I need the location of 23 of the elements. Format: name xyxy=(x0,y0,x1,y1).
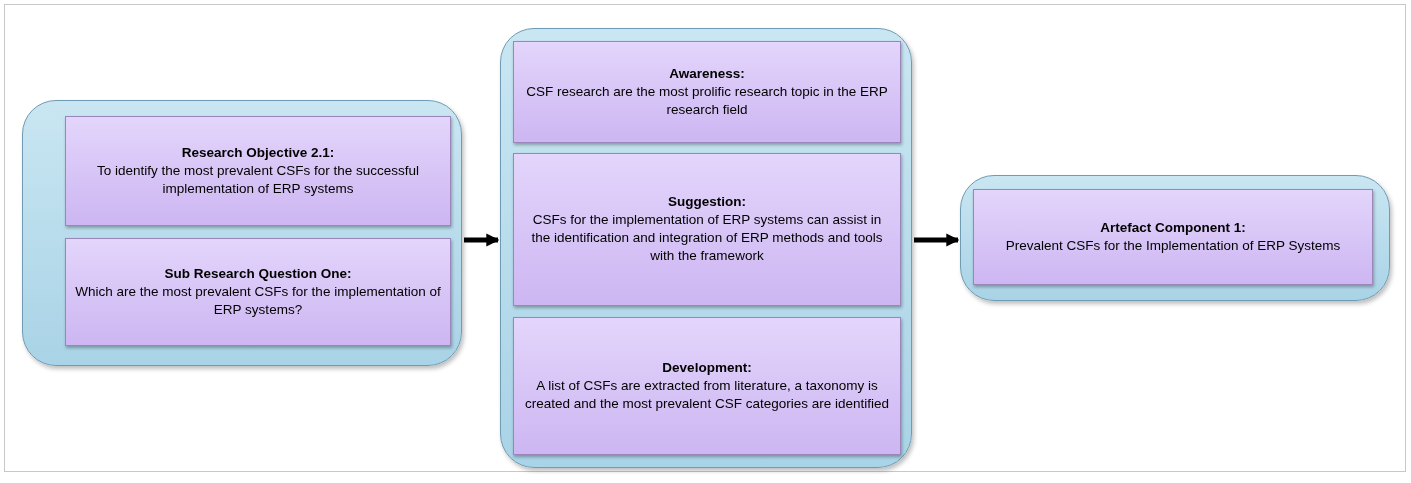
group-panel xyxy=(500,28,912,468)
box-heading: Suggestion: xyxy=(668,193,746,211)
box-heading: Sub Research Question One: xyxy=(164,265,352,283)
box-text: Prevalent CSFs for the Implementation of ERP Systems xyxy=(1005,236,1341,255)
text-box xyxy=(513,41,901,143)
box-text: A list of CSFs are extracted from literature, a taxonomy is created and the most prevalent CSF categories are identified xyxy=(524,376,890,413)
arrow xyxy=(464,233,500,247)
box-heading: Research Objective 2.1: xyxy=(181,144,335,162)
box-heading: Awareness: xyxy=(669,65,745,83)
box-text: To identify the most prevalent CSFs for the successful implementation of ERP systems xyxy=(96,161,420,198)
box-text: Which are the most prevalent CSFs for the implementation of ERP systems? xyxy=(74,282,442,319)
group-panel xyxy=(960,175,1390,301)
text-box xyxy=(513,153,901,306)
text-box xyxy=(65,238,451,346)
box-heading: Development: xyxy=(662,359,752,377)
text-box xyxy=(513,317,901,455)
box-text: CSF research are the most prolific research topic in the ERP research field xyxy=(525,82,889,119)
box-heading: Artefact Component 1: xyxy=(1100,219,1246,237)
arrow xyxy=(914,233,960,247)
text-box xyxy=(973,189,1373,285)
group-panel xyxy=(22,100,462,366)
text-box xyxy=(65,116,451,226)
box-text: CSFs for the implementation of ERP systems can assist in the identification and integration of ERP methods and tools with the framework xyxy=(530,210,884,266)
